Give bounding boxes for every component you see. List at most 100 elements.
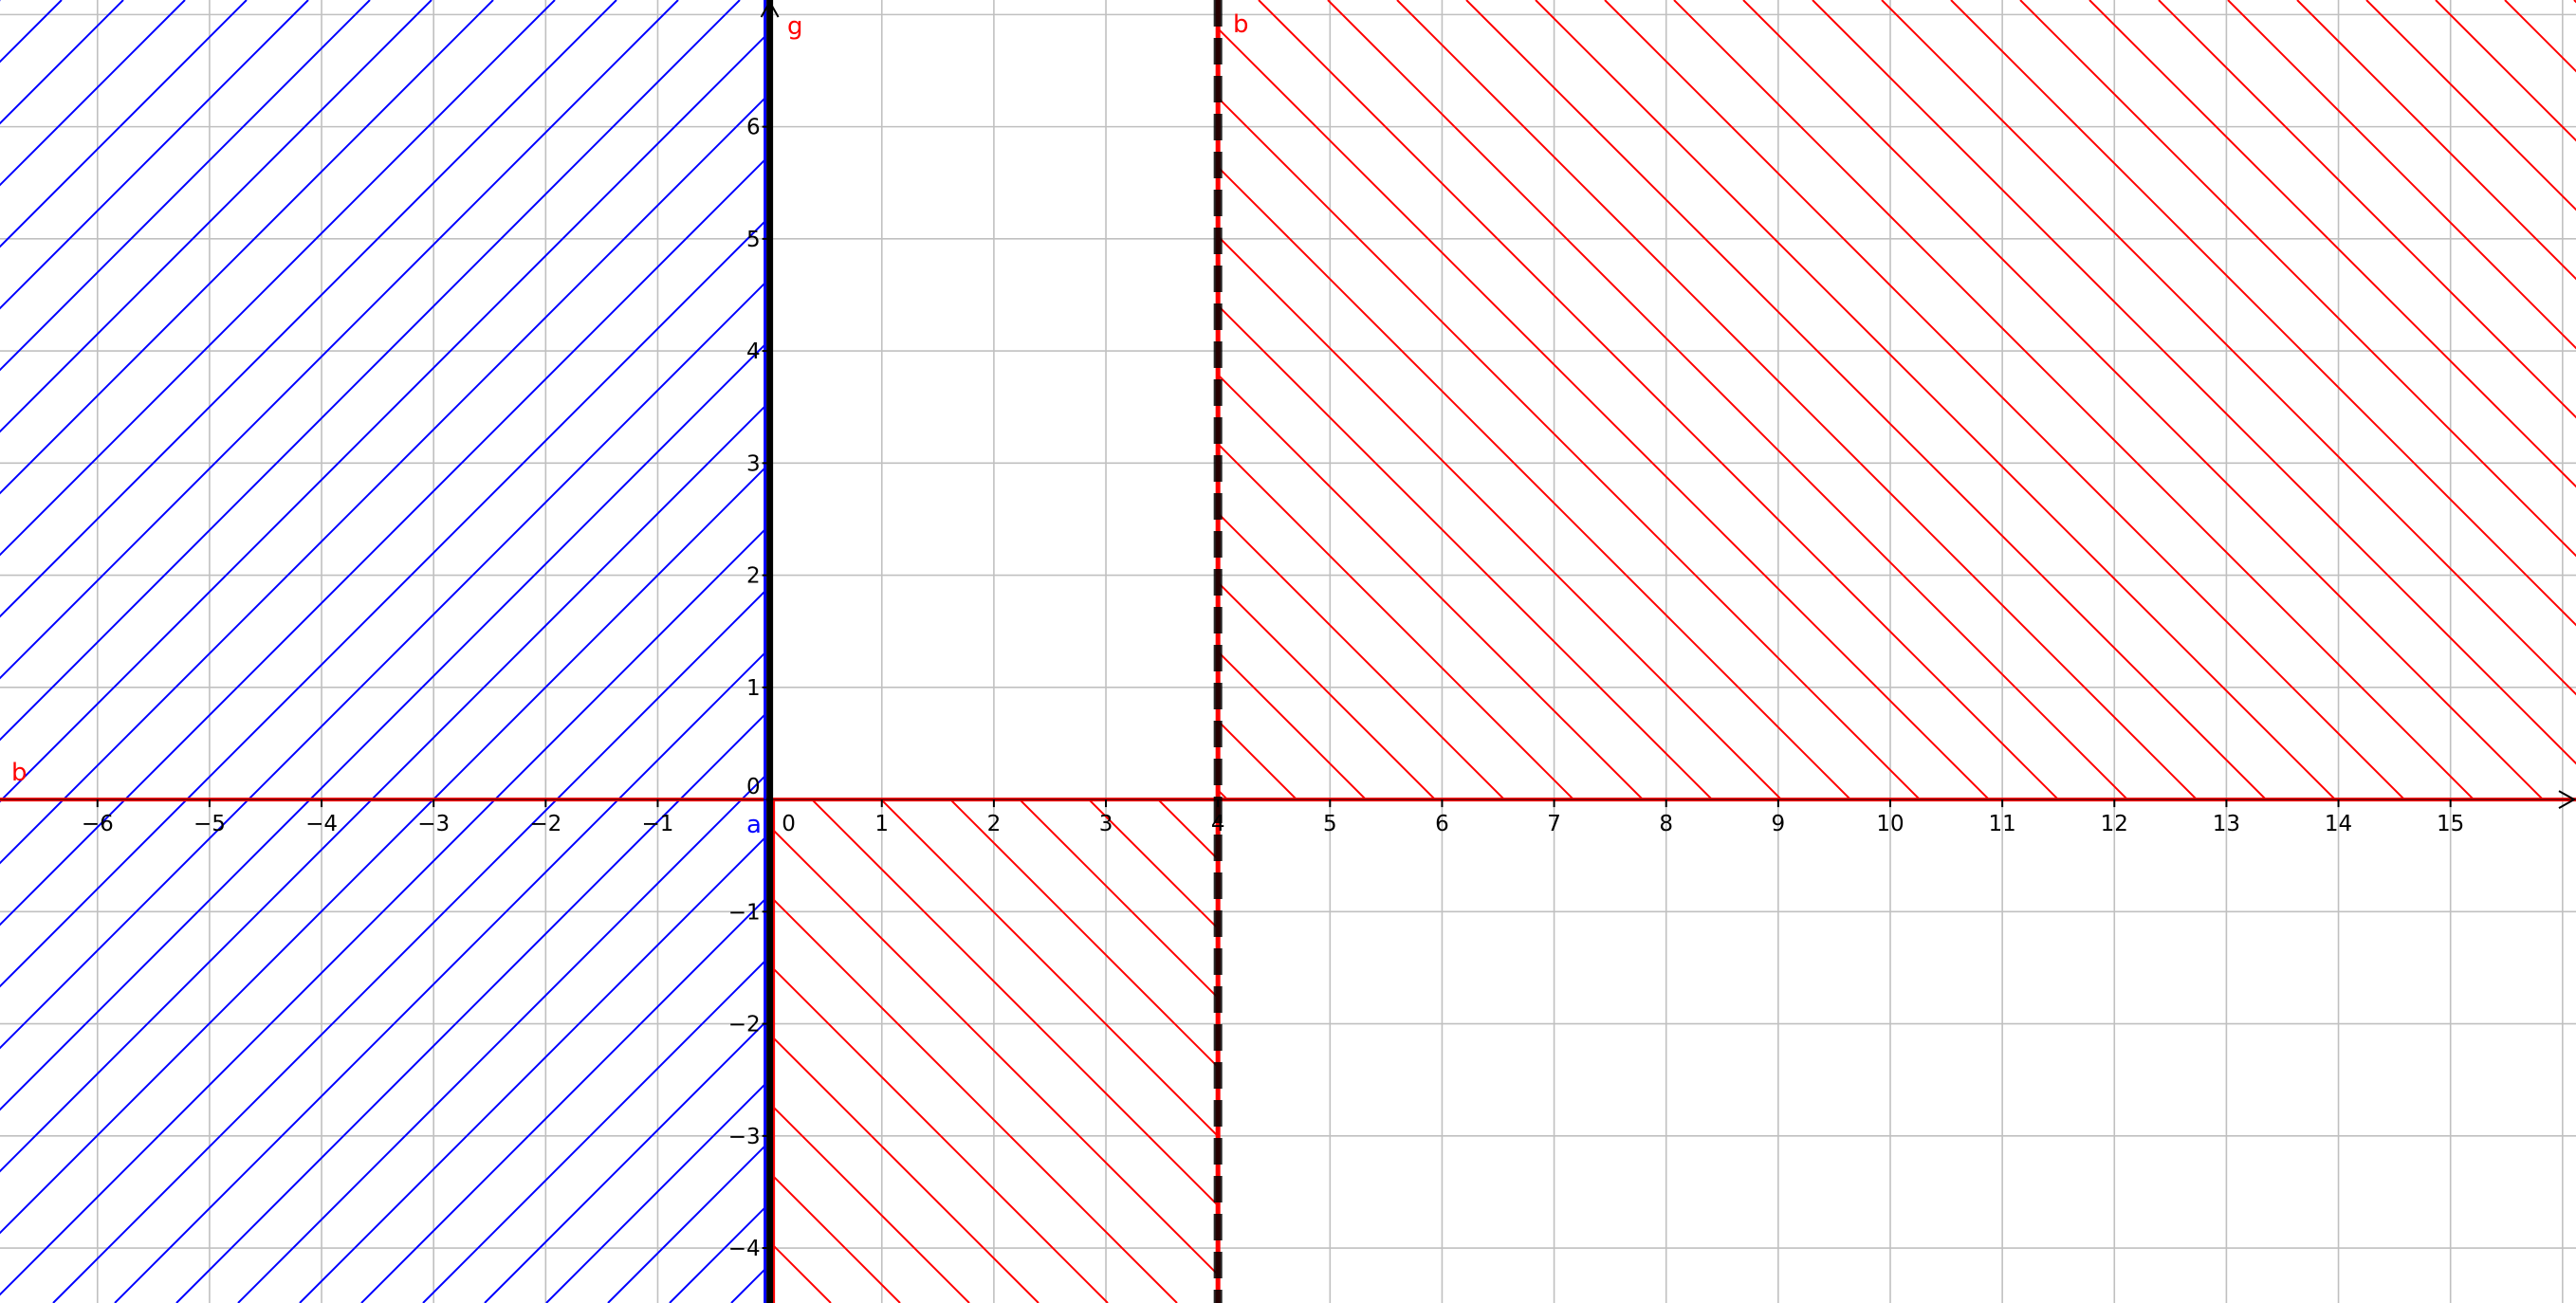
y-tick-label: 0 [746, 775, 761, 799]
hatch-line-a [360, 896, 766, 1303]
hatch-line-b [1217, 26, 1991, 799]
x-tick-label: −6 [82, 812, 114, 836]
hatch-line-a [0, 218, 766, 988]
hatch-line-a [0, 526, 766, 1296]
hatch-line-b [1156, 799, 1217, 860]
hatch-line-b [1605, 0, 2576, 1303]
y-tick-label: 4 [746, 340, 761, 364]
y-tick-label: 5 [746, 228, 761, 252]
hatch-line-a [0, 403, 766, 1173]
hatch-line-b [2228, 0, 2576, 1303]
inequality-b-label-left[interactable]: b [11, 759, 28, 787]
hatch-line-b [1604, 0, 2406, 799]
hatch-line-b [2088, 0, 2576, 488]
hatch-line-b [1217, 164, 1852, 799]
x-tick-label: 3 [1099, 812, 1113, 836]
hatch-line-b [948, 799, 1217, 1068]
hatch-line-b [1882, 0, 2576, 1303]
hatch-line-b [1018, 799, 1217, 999]
hatch-line-a [0, 341, 766, 1111]
hatch-line-b [1536, 0, 2576, 1303]
hatch-line-b [0, 0, 485, 1303]
hatch-line-a [0, 33, 766, 803]
hatch-line-a [0, 0, 556, 557]
hatch-line-b [1217, 303, 1714, 799]
hatch-line-b [1397, 0, 2576, 1303]
hatch-line-b [1217, 579, 1437, 799]
hatch-line-b [0, 0, 138, 1303]
hatch-line-a [0, 0, 494, 495]
hatch-line-b [1217, 441, 1575, 799]
x-tick-label: 2 [987, 812, 1002, 836]
x-tick-label: 7 [1547, 812, 1561, 836]
x-tick-label: 4 [1211, 812, 1225, 836]
hatch-line-b [2505, 0, 2576, 1303]
x-tick-label: 8 [1659, 812, 1673, 836]
hatch-line-a [0, 95, 766, 865]
x-tick-label: 9 [1772, 812, 1786, 836]
y-tick-label: 3 [746, 451, 761, 476]
hatch-line-b [428, 0, 1731, 1303]
hatch-line-a [0, 0, 432, 433]
hatch-line-a [0, 0, 617, 618]
hatch-line-b [1465, 0, 2268, 799]
hatch-line-a [0, 0, 741, 742]
hatch-line-b [220, 0, 1523, 1303]
hatch-line-b [770, 963, 1109, 1303]
hatch-line-b [879, 799, 1217, 1137]
hatch-line-b [0, 0, 1177, 1303]
x-tick-label: 14 [2325, 812, 2352, 836]
hatch-line-b [497, 0, 1800, 1303]
x-tick-label: 13 [2213, 812, 2240, 836]
hatch-line-a [1409, 0, 2576, 1303]
hatch-line-a [1101, 0, 2404, 1303]
y-tick-label: −4 [728, 1237, 761, 1261]
hatch-line-b [810, 799, 1217, 1206]
hatch-line-a [1903, 0, 2576, 1303]
hatch-line-b [0, 0, 969, 1303]
hatch-line-b [0, 0, 554, 1303]
hatch-line-a [299, 835, 766, 1303]
hatch-line-a [0, 0, 679, 680]
y-tick-label: 2 [746, 564, 761, 589]
hatch-line-a [793, 0, 2096, 1303]
hatch-line-b [2296, 0, 2576, 281]
hatch-line-b [2366, 0, 2576, 1303]
hatch-line-a [237, 773, 766, 1303]
y-tick-label: −3 [728, 1125, 761, 1149]
hatch-line-b [1327, 0, 2129, 799]
x-tick-label: 10 [1876, 812, 1904, 836]
hatch-line-a [1471, 0, 2576, 1303]
hatch-line-a [730, 1266, 766, 1303]
hatch-line-b [289, 0, 1592, 1303]
hatch-line-b [1217, 95, 1922, 799]
hatch-line-b [2436, 0, 2576, 1303]
x-tick-label: −2 [529, 812, 561, 836]
hatch-line-b [1881, 0, 2576, 696]
x-tick-label: 5 [1323, 812, 1337, 836]
hatch-line-a [1779, 0, 2576, 1303]
hatch-line-b [2365, 0, 2576, 211]
x-tick-label: 1 [874, 812, 889, 836]
hatch-line-a [1594, 0, 2576, 1303]
hatch-line-b [151, 0, 1454, 1303]
hatch-line-a [1841, 0, 2576, 1303]
hatch-line-b [770, 1033, 1040, 1303]
hatch-line-b [1742, 0, 2545, 799]
hatch-line-b [359, 0, 1662, 1303]
hatch-line-b [0, 0, 762, 1303]
inequality-a-label[interactable]: a [746, 811, 762, 839]
hatch-line-b [0, 0, 554, 1303]
x-tick-label: −5 [193, 812, 226, 836]
inequality-b-label-top[interactable]: b [1233, 10, 1249, 39]
hatch-line-b [2089, 0, 2576, 1303]
hatch-line-b [1535, 0, 2337, 799]
line-g-label[interactable]: g [787, 12, 803, 41]
hatch-line-a [175, 711, 766, 1303]
x-tick-label: −3 [417, 812, 450, 836]
hatch-line-a [0, 0, 124, 125]
hatch-line-b [0, 0, 208, 1303]
hatch-line-b [2158, 0, 2576, 419]
